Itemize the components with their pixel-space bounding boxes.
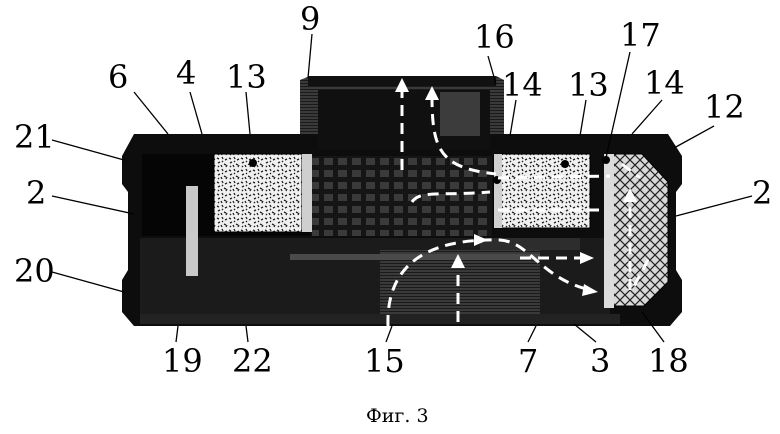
filter-block-right — [494, 154, 590, 228]
label-18: 18 — [648, 342, 689, 380]
label-22: 22 — [232, 342, 273, 380]
filter-block-left — [214, 154, 312, 232]
label-2-right: 2 — [752, 174, 772, 212]
label-4: 4 — [176, 54, 196, 92]
label-7: 7 — [518, 342, 538, 380]
label-9: 9 — [300, 0, 320, 38]
label-3: 3 — [590, 342, 610, 380]
label-16: 16 — [474, 18, 515, 56]
label-13-right: 13 — [568, 66, 609, 104]
dot-marker — [561, 160, 569, 168]
label-21: 21 — [14, 118, 55, 156]
label-12: 12 — [704, 88, 745, 126]
label-14-mid: 14 — [502, 66, 543, 104]
label-17: 17 — [620, 16, 661, 54]
label-13-left: 13 — [226, 58, 267, 96]
label-14-right: 14 — [644, 64, 685, 102]
label-19: 19 — [162, 342, 203, 380]
left-plate — [186, 186, 198, 276]
label-15: 15 — [364, 342, 405, 380]
figure-caption: Фиг. 3 — [366, 405, 429, 427]
label-20: 20 — [14, 252, 55, 290]
label-2-left: 2 — [26, 174, 46, 212]
label-6: 6 — [108, 58, 128, 96]
dot-marker — [249, 159, 257, 167]
